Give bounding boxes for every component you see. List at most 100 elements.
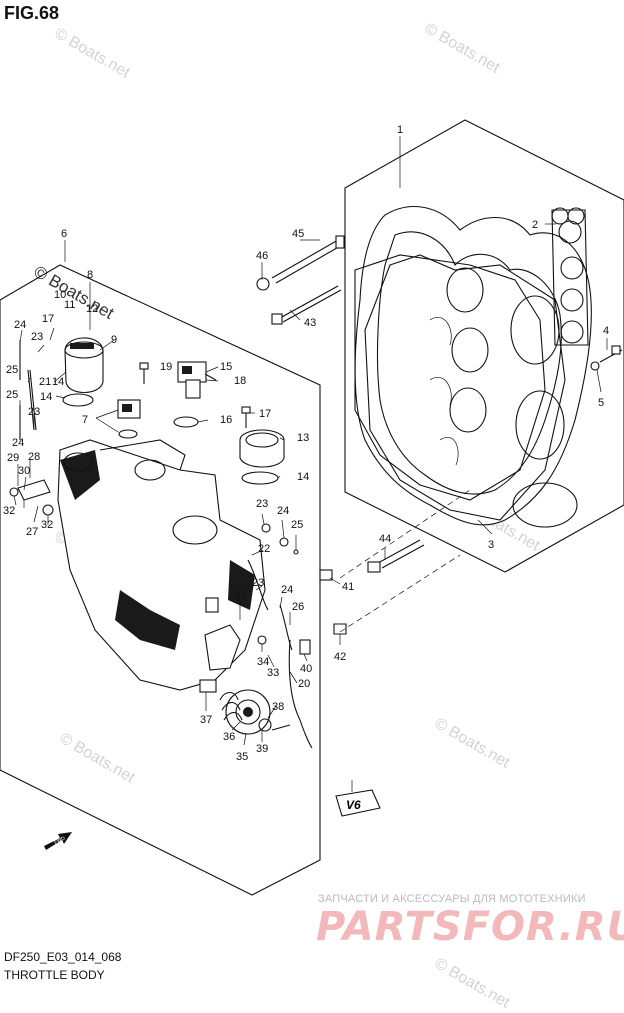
screw-39 (299, 639, 311, 655)
callout: 36 (223, 731, 235, 743)
callout: 37 (200, 714, 212, 726)
callout: 22 (258, 543, 270, 555)
callout: 4 (603, 325, 609, 337)
sensor-15 (177, 361, 207, 399)
body-port (63, 452, 93, 472)
exploded-parts-diagram: V6 FWD (0, 119, 624, 896)
callout: 3 (488, 539, 494, 551)
callout: 34 (257, 656, 269, 668)
hose-20 (288, 639, 313, 749)
callout: 12 (86, 303, 98, 315)
callout: 21 (39, 376, 51, 388)
body-port (134, 459, 166, 481)
callout: 24 (281, 584, 293, 596)
spring-36 (219, 691, 243, 721)
screw-18 (204, 373, 217, 381)
shop-tagline: ЗАПЧАСТИ И АКСЕССУАРЫ ДЛЯ МОТОТЕХНИКИ (318, 893, 586, 905)
callout: 6 (61, 228, 67, 240)
o-ring-16 (173, 416, 199, 428)
valve-8 (64, 337, 104, 394)
washer-31 (42, 504, 54, 516)
callout: 14 (52, 376, 64, 388)
callout: 26 (292, 601, 304, 613)
callout: 15 (220, 361, 232, 373)
manifold-inner (376, 231, 562, 495)
callout: 10 (54, 289, 66, 301)
screw-38 (271, 724, 291, 731)
callout: 20 (298, 678, 310, 690)
callout: 23 (252, 577, 264, 589)
callout: 2 (532, 219, 538, 231)
callout: 40 (300, 663, 312, 675)
callout: 13 (297, 432, 309, 444)
callout: 18 (234, 375, 246, 387)
rod-22 (247, 559, 269, 611)
bolt-44 (271, 235, 345, 284)
callout: 28 (28, 451, 40, 463)
fitting-13 (239, 429, 285, 468)
callout: 16 (220, 414, 232, 426)
o-ring-14 (241, 471, 279, 485)
body-port (172, 515, 218, 545)
fwd-arrow: FWD (44, 832, 72, 850)
callout: 25 (6, 364, 18, 376)
runner (515, 390, 565, 460)
leader-dashed (339, 554, 461, 633)
callout: 24 (277, 505, 289, 517)
gasket-3 (354, 254, 546, 501)
callout: 23 (31, 331, 43, 343)
callout: 14 (40, 391, 52, 403)
washer-37 (258, 718, 272, 732)
lever-30 (204, 624, 241, 671)
callout-labels: 1 2 3 4 5 6 7 8 9 10 11 12 13 14 14 14 1… (3, 124, 609, 763)
intake-manifold-group (256, 119, 624, 635)
shop-logo: PARTSFOR.RU (316, 904, 624, 950)
callout: 1 (397, 124, 403, 136)
callout: 35 (236, 751, 248, 763)
callout: 30 (18, 465, 30, 477)
rod-21 (29, 369, 37, 431)
callout: 7 (82, 414, 88, 426)
callout: 43 (304, 317, 316, 329)
o-ring-7 (118, 429, 138, 439)
leader-lines (13, 136, 608, 792)
callout: 23 (28, 406, 40, 418)
washer-32 (9, 487, 19, 497)
body-edge (99, 439, 186, 471)
washer-33 (257, 635, 267, 645)
callout: 32 (41, 519, 53, 531)
callout: 41 (342, 581, 354, 593)
callout: 24 (14, 319, 26, 331)
emblem-46: V6 (335, 789, 381, 817)
bolt-42 (271, 285, 342, 325)
callout: 42 (334, 651, 346, 663)
emblem-text: V6 (346, 798, 361, 812)
cap-30 (205, 597, 219, 613)
callout: 25 (6, 389, 18, 401)
manifold-detail (429, 317, 459, 466)
manifold-body (354, 206, 592, 526)
callout: 14 (297, 471, 309, 483)
callout: 46 (256, 250, 268, 262)
panel-outline (0, 264, 321, 896)
fwd-label: FWD (53, 835, 66, 845)
callout: 19 (160, 361, 172, 373)
throttle-body (57, 439, 266, 691)
intake-port (449, 387, 487, 433)
panel-outline (344, 119, 624, 573)
clip-24 (279, 537, 289, 547)
callout: 17 (259, 408, 271, 420)
throttle-body-group (0, 264, 321, 896)
callout: 39 (256, 743, 268, 755)
callout: 9 (111, 334, 117, 346)
body-shadow (228, 560, 255, 610)
bolt-4 (590, 345, 623, 371)
intake-port (446, 267, 484, 313)
body-shadow (60, 450, 100, 500)
diagram-code: DF250_E03_014_068 (4, 950, 122, 964)
bolt-43 (367, 539, 425, 573)
callout: 32 (3, 505, 15, 517)
body-shadow (115, 590, 180, 650)
o-ring-14 (62, 393, 94, 407)
callout: 33 (267, 667, 279, 679)
